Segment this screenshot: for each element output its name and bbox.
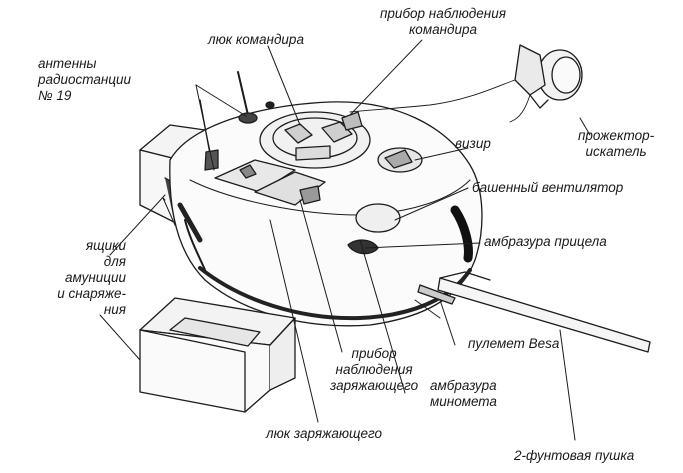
label-mortar-embrasure: амбразура миномета [430, 378, 497, 410]
leader-lines [99, 39, 591, 441]
label-line: амбразура прицела [484, 234, 607, 249]
label-line: радиостанции [38, 72, 132, 87]
label-line: 2-фунтовая пушка [514, 448, 635, 463]
label-ammo-boxes: ящики для амуниции и снаряже- ния [30, 238, 126, 318]
label-line: миномета [430, 394, 497, 409]
label-turret-fan: башенный вентилятор [472, 180, 623, 196]
label-line: люк командира [208, 32, 304, 47]
label-line: амуниции [64, 270, 126, 285]
label-sight: визир [455, 136, 491, 152]
label-line: и снаряже- [57, 286, 126, 301]
sight-embrasure [347, 239, 379, 255]
label-line: ящики [85, 238, 126, 253]
searchlight [349, 44, 583, 123]
label-besa-mg: пулемет Besa [468, 336, 559, 352]
label-searchlight: прожектор- искатель [578, 128, 654, 160]
label-commander-hatch: люк командира [208, 32, 304, 48]
label-radio-antennas: антенны радиостанции № 19 [38, 56, 131, 104]
label-line: для [103, 254, 126, 269]
label-line: заряжающего [330, 378, 419, 393]
label-loader-hatch: люк заряжающего [266, 426, 382, 442]
label-line: башенный вентилятор [472, 180, 624, 195]
label-line: прибор [351, 346, 397, 361]
label-line: командира [408, 22, 477, 37]
label-gun: 2-фунтовая пушка [514, 448, 634, 464]
label-line: искатель [585, 144, 647, 159]
label-line: пулемет Besa [468, 336, 560, 351]
commander-periscope [341, 111, 363, 131]
label-line: № 19 [38, 88, 72, 103]
label-line: наблюдения [335, 362, 413, 377]
label-line: прибор наблюдения [380, 6, 506, 21]
label-line: амбразура [430, 378, 497, 393]
sight-dome [377, 147, 423, 173]
label-sight-embrasure: амбразура прицела [484, 234, 607, 250]
label-line: прожектор- [578, 128, 655, 143]
besa-mg [417, 284, 456, 305]
label-line: люк заряжающего [266, 426, 383, 441]
label-line: ния [103, 302, 126, 317]
loader-hatch-plates [214, 159, 326, 206]
label-commander-periscope: прибор наблюдения командира [380, 6, 506, 38]
label-loader-periscope: прибор наблюдения заряжающего [330, 346, 418, 394]
label-line: антенны [38, 56, 97, 71]
turret-fan-dome [355, 203, 401, 233]
ammo-box [139, 297, 296, 413]
label-line: визир [455, 136, 491, 151]
two-pounder-gun [437, 271, 651, 353]
